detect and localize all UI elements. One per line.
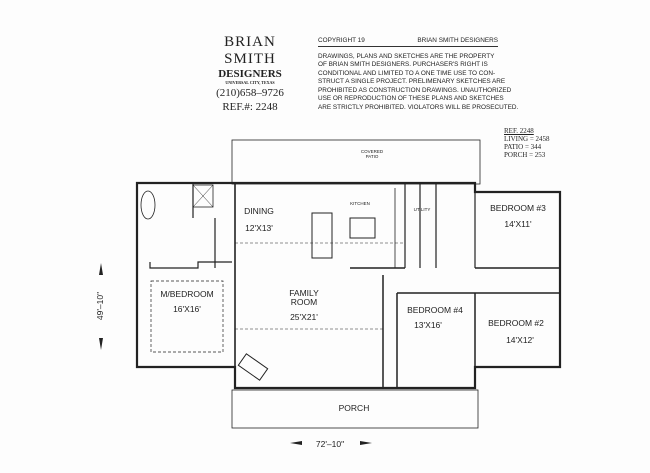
stats-living: LIVING = 2458 (504, 135, 550, 143)
title-block: BRIAN SMITH DESIGNERS UNIVERSAL CITY, TE… (200, 34, 300, 113)
company-sub: DESIGNERS (218, 68, 282, 80)
copyright-line: CONDITIONAL AND LIMITED TO A ONE TIME US… (318, 69, 496, 77)
bedroom2-size: 14'X12' (506, 335, 534, 345)
utility-label: UTILITY (414, 207, 431, 212)
company-phone: (210)658–9726 (216, 87, 284, 99)
covered-patio-label: COVERED (361, 149, 384, 154)
dining-size: 12'X13' (245, 223, 273, 233)
fireplace-icon (237, 353, 269, 381)
copyright-owner: BRIAN SMITH DESIGNERS (417, 37, 498, 44)
copyright-line: PROHIBITED AS CONSTRUCTION DRAWINGS. UNA… (318, 86, 512, 94)
reference-number: REF.#: 2248 (222, 101, 278, 113)
arrow-right-icon (360, 441, 372, 445)
dining-label: DINING (244, 206, 274, 216)
tub-icon (140, 190, 156, 220)
shower-icon (192, 184, 214, 208)
family-room-label: FAMILY (289, 288, 319, 298)
master-bedroom-size: 16'X16' (173, 304, 201, 314)
stats-porch: PORCH = 253 (504, 151, 546, 159)
bedroom3-size: 14'X11' (504, 219, 532, 229)
stats-ref: REF. 2248 (504, 127, 534, 135)
master-bedroom-label: M/BEDROOM (160, 289, 213, 299)
copyright-notice: COPYRIGHT 19 BRIAN SMITH DESIGNERS DRAWIN… (318, 37, 528, 112)
width-dimension: 72'–10" (316, 439, 344, 449)
exterior-walls (135, 181, 562, 390)
covered-patio-outline (231, 139, 481, 185)
bedroom4-label: BEDROOM #4 (407, 305, 463, 315)
master-bed-outline (150, 280, 224, 353)
bedroom4-size: 13'X16' (414, 320, 442, 330)
copyright-line: STRUCT A SINGLE PROJECT. PRELIMENARY SKE… (318, 78, 506, 85)
area-stats: REF. 2248 LIVING = 2458 PATIO = 344 PORC… (504, 127, 550, 159)
stats-patio: PATIO = 344 (504, 143, 542, 151)
arrow-left-icon (290, 441, 302, 445)
copyright-line: OF BRIAN SMITH DESIGNERS. PURCHASER'S RI… (318, 61, 488, 68)
bedroom3-label: BEDROOM #3 (490, 203, 546, 213)
arrow-down-icon (99, 338, 103, 350)
copyright-line: DRAWINGS, PLANS AND SKETCHES ARE THE PRO… (318, 52, 495, 60)
company-city: UNIVERSAL CITY, TEXAS (225, 80, 275, 85)
copyright-line: USE OR REPRODUCTION OF THESE PLANS AND S… (318, 95, 504, 102)
covered-patio-label: PATIO (366, 154, 379, 159)
depth-dimension: 49'–10" (95, 292, 105, 320)
copyright-line: ARE STRICTLY PROHIBITED. VIOLATORS WILL … (318, 103, 519, 111)
porch-outline (231, 389, 479, 429)
porch-label: PORCH (339, 403, 370, 413)
kitchen-label: KITCHEN (350, 201, 370, 206)
family-room-size: 25'X21' (290, 312, 318, 322)
arrow-up-icon (99, 263, 103, 275)
company-name: BRIAN SMITH (224, 34, 276, 67)
bedroom2-label: BEDROOM #2 (488, 318, 544, 328)
copyright-heading: COPYRIGHT 19 (318, 37, 365, 44)
family-room-label: ROOM (291, 297, 317, 307)
